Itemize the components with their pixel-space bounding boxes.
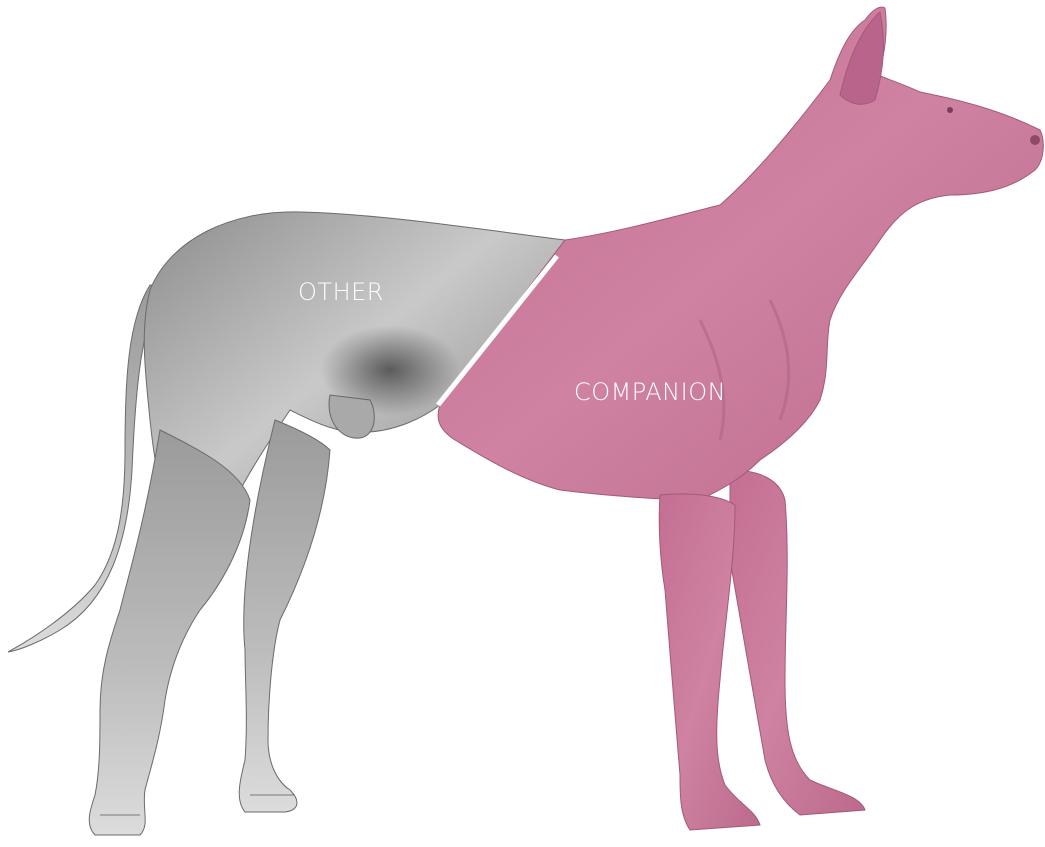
far-front-leg [730, 470, 865, 815]
far-hind-leg [239, 420, 330, 812]
eye [947, 107, 953, 113]
near-hind-leg [89, 430, 250, 835]
companion-region [438, 7, 1043, 830]
companion-label: COMPANION [574, 378, 726, 406]
other-label: OTHER [298, 278, 384, 306]
hind-genital [329, 395, 374, 438]
nose [1030, 135, 1040, 145]
other-region [8, 212, 565, 835]
